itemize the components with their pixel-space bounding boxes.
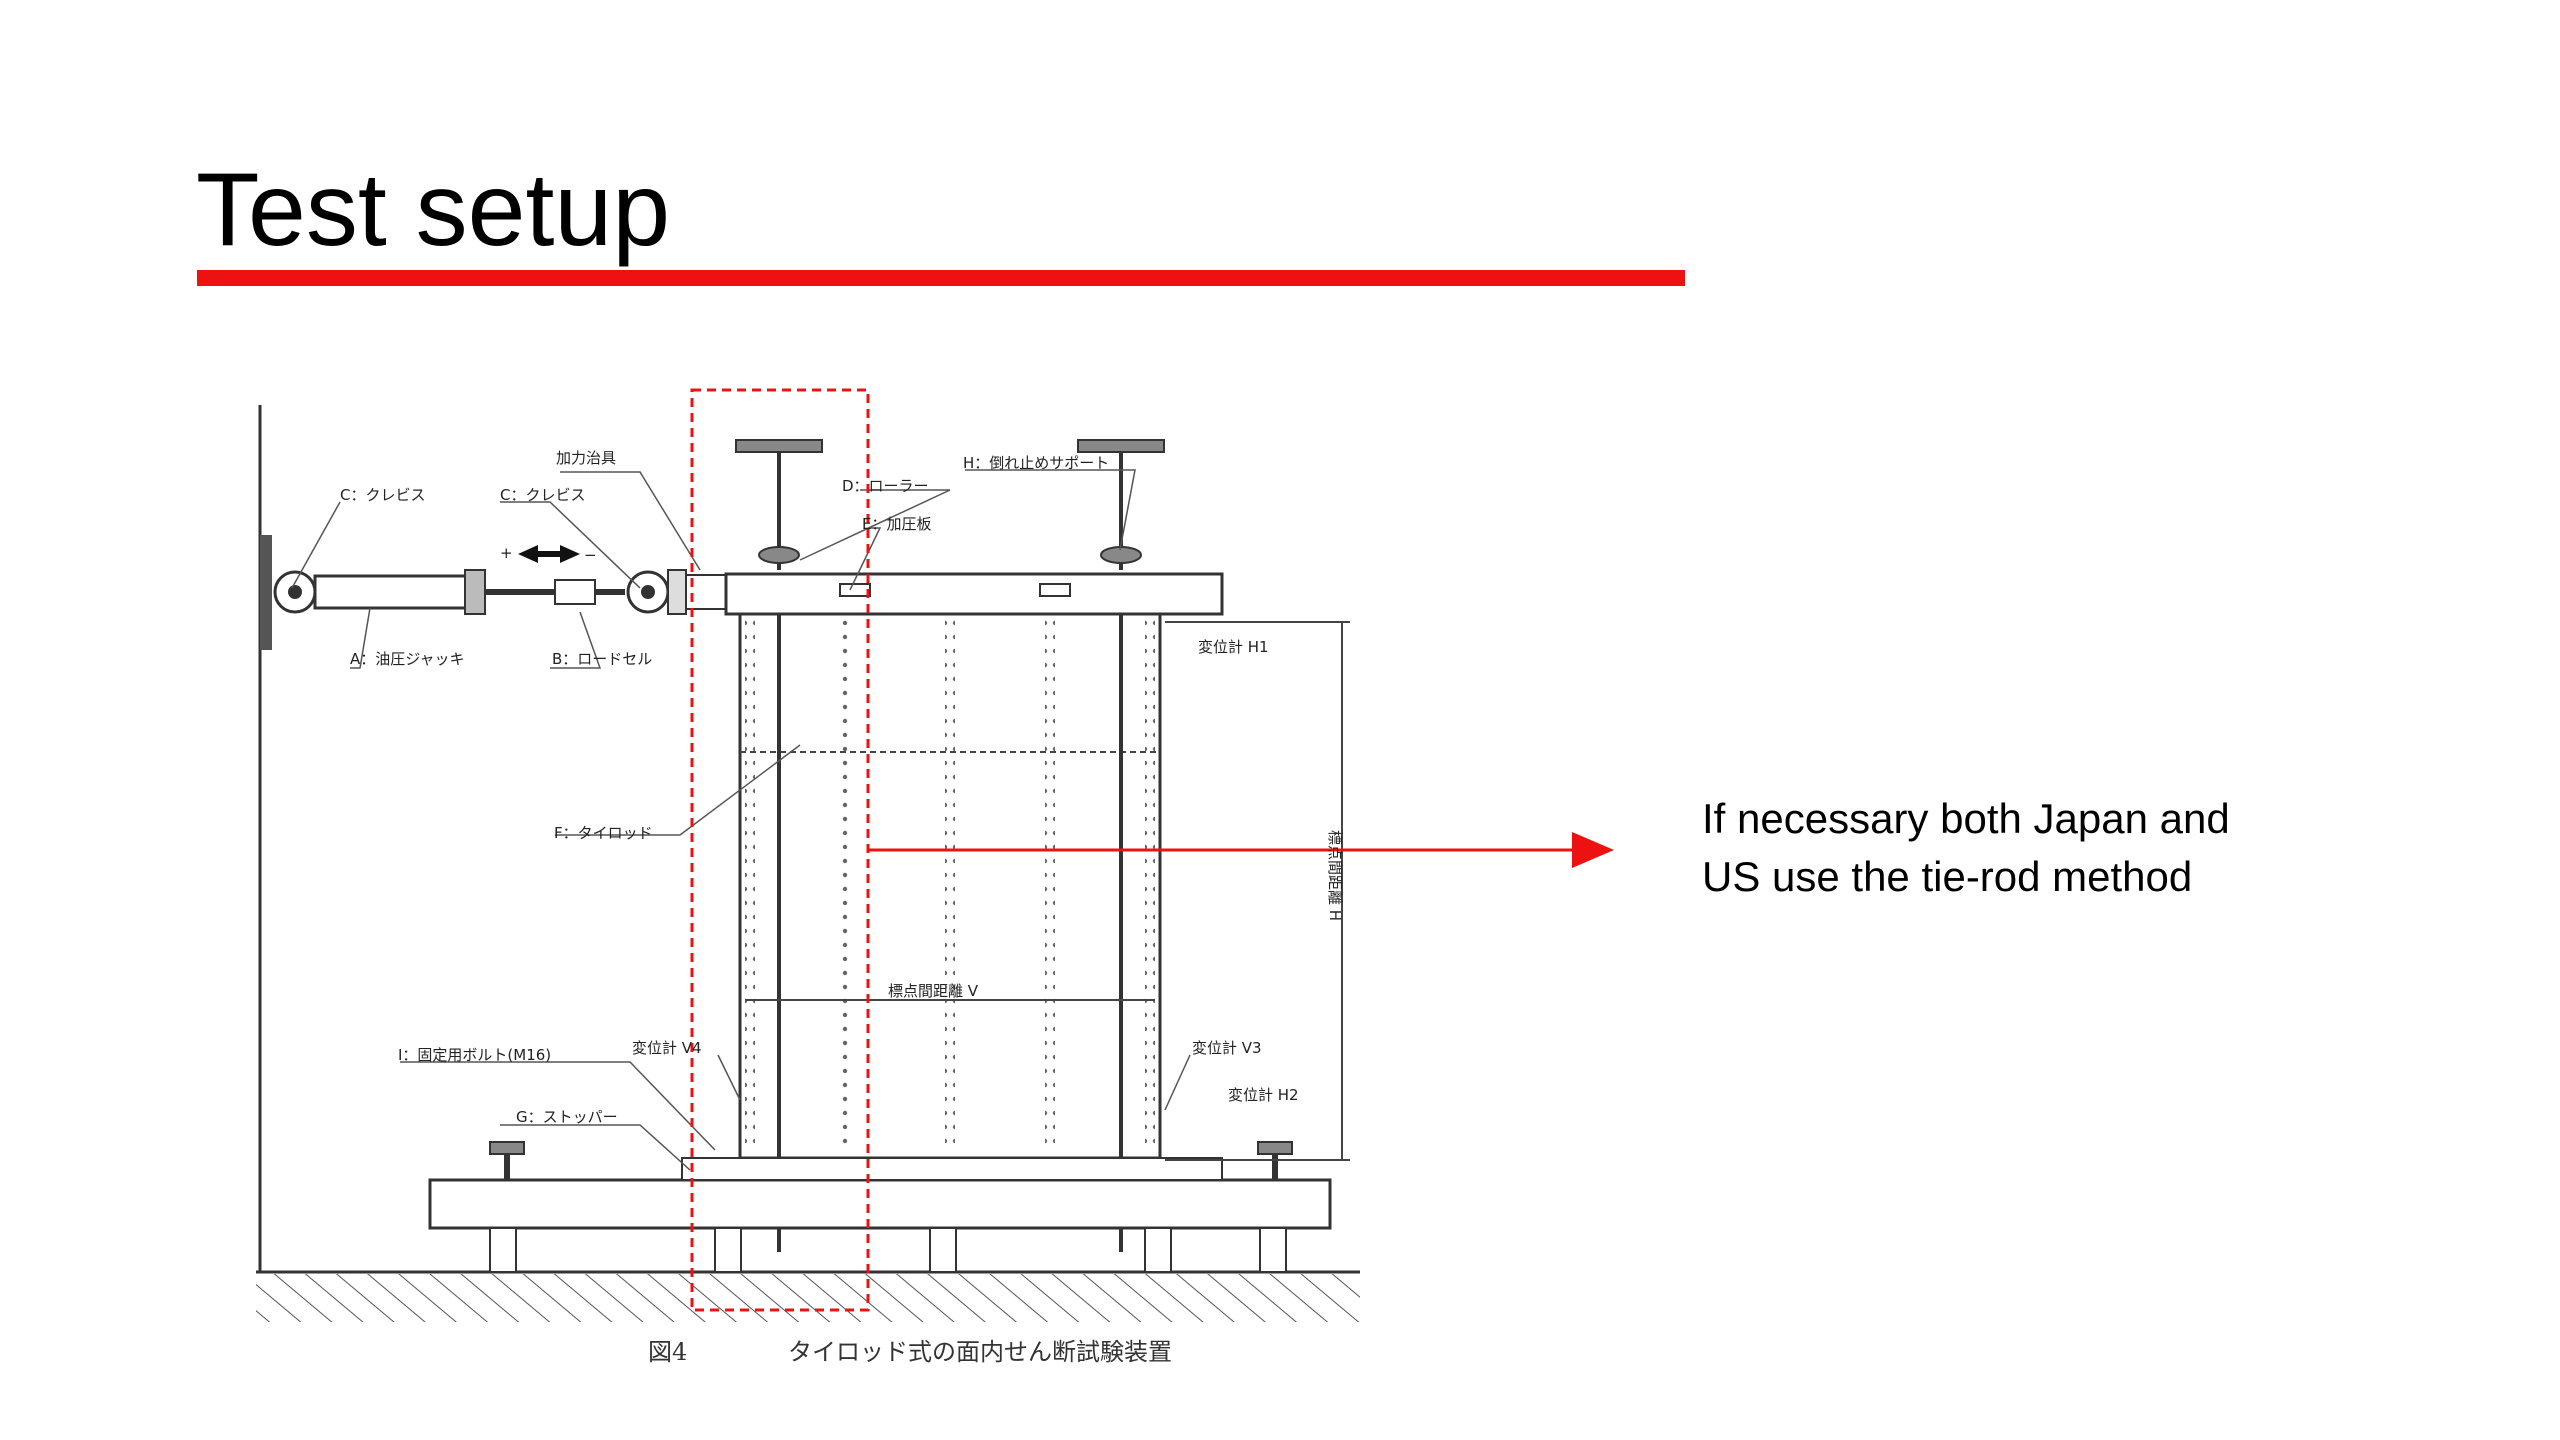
label-e-pressure-plate: E：加圧板 — [862, 515, 931, 533]
label-c-clevis-right: C：クレビス — [500, 486, 585, 504]
reaction-wall — [258, 405, 272, 1272]
label-disp-h2: 変位計 H2 — [1228, 1086, 1299, 1104]
label-plus: + — [500, 544, 513, 562]
label-f-tie-rod: F：タイロッド — [554, 824, 653, 842]
hydraulic-jack — [273, 569, 727, 615]
label-h-support: H：倒れ止めサポート — [963, 454, 1109, 472]
leader-lines — [291, 469, 1191, 1171]
label-a-jack: A：油圧ジャッキ — [350, 650, 465, 668]
overturn-support-right — [1077, 439, 1165, 570]
floor — [256, 1270, 1360, 1322]
wall-specimen — [738, 612, 1162, 1160]
loading-beam — [724, 572, 1224, 616]
label-i-bolt: I：固定用ボルト(M16) — [398, 1046, 551, 1064]
overturn-support-left — [735, 439, 823, 570]
label-disp-v3: 変位計 V3 — [1192, 1039, 1262, 1057]
label-c-clevis-left: C：クレビス — [340, 486, 425, 504]
label-b-load-cell: B：ロードセル — [552, 650, 652, 668]
dimension-lines — [745, 621, 1350, 1161]
label-d-roller: D：ローラー — [842, 477, 929, 495]
label-loading-jig: 加力治具 — [556, 449, 616, 467]
figure-caption-text: タイロッド式の面内せん断試験装置 — [788, 1338, 1172, 1366]
slide-title: Test setup — [196, 152, 671, 268]
title-underline — [197, 270, 1685, 286]
label-disp-h1: 変位計 H1 — [1198, 638, 1269, 656]
tie-rods — [777, 614, 1123, 1252]
base-beam — [428, 1141, 1332, 1273]
label-gauge-v: 標点間距離 V — [888, 982, 979, 1000]
label-minus: − — [584, 546, 597, 564]
loading-direction-arrow — [518, 545, 580, 563]
figure-caption-number: 図4 — [648, 1338, 687, 1366]
note-text: If necessary both Japan and US use the t… — [1702, 795, 2230, 900]
label-disp-v4: 変位計 V4 — [632, 1039, 702, 1057]
tie-rod-highlight — [690, 388, 1614, 1312]
label-gauge-h: 標点間距離 H — [1326, 830, 1344, 921]
label-g-stopper: G：ストッパー — [516, 1108, 618, 1126]
